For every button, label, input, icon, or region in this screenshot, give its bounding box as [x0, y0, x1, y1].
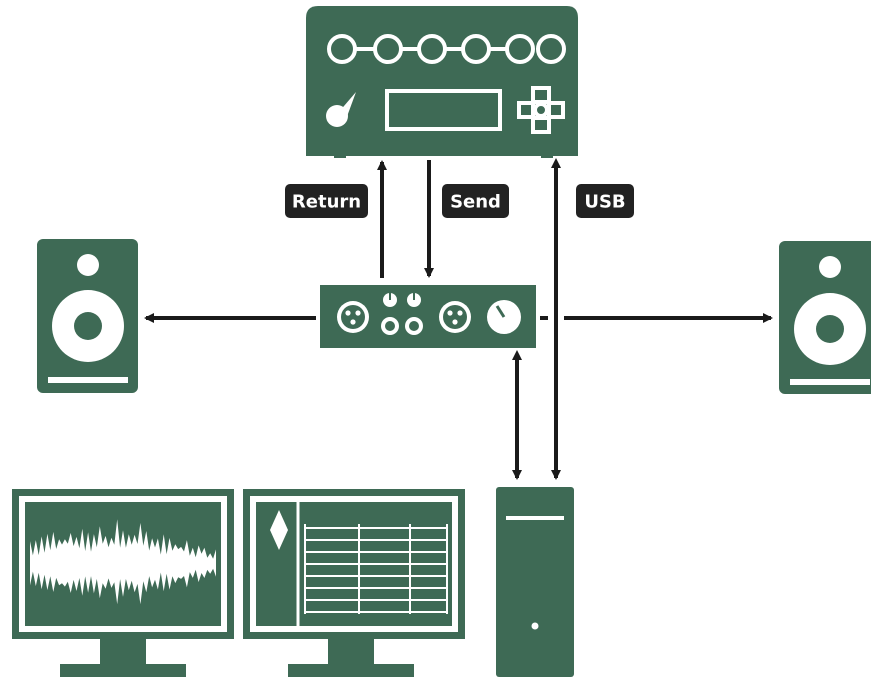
audio-interface-icon	[320, 285, 536, 348]
right-speaker-icon	[779, 241, 871, 394]
send-label-text: Send	[450, 192, 501, 213]
left-speaker-icon	[37, 239, 138, 393]
return-label-text: Return	[292, 192, 361, 213]
send-label: Send	[442, 184, 509, 218]
daw-monitor-icon	[243, 489, 465, 677]
modeler-unit-icon	[306, 6, 578, 158]
usb-label-text: USB	[584, 192, 625, 213]
waveform-monitor-icon	[12, 489, 234, 677]
waveform-shape	[30, 519, 216, 605]
return-label: Return	[285, 184, 368, 218]
pc-tower-icon	[496, 487, 574, 677]
usb-label: USB	[576, 184, 634, 218]
